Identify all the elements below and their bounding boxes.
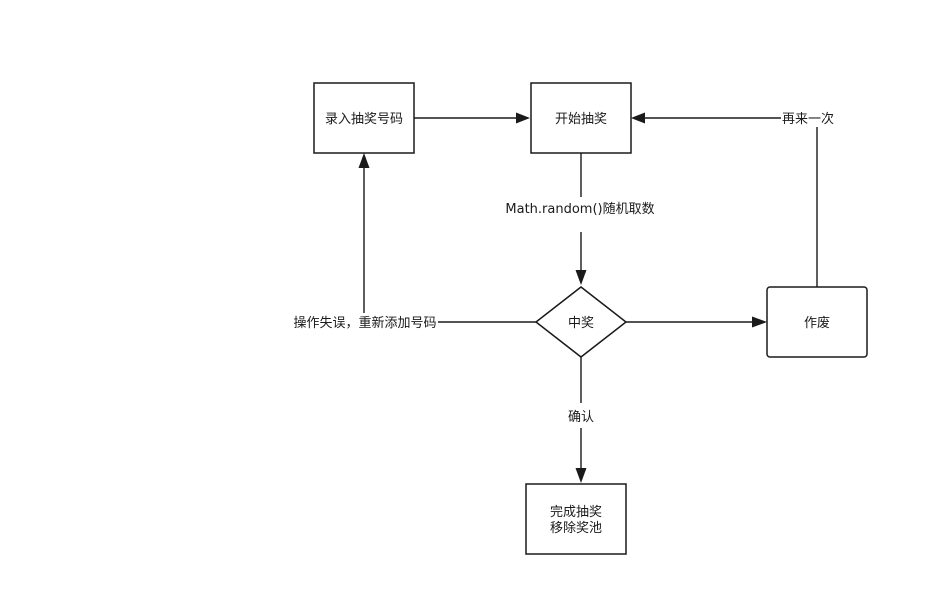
edge-label-random: Math.random()随机取数 [505, 202, 654, 217]
node-finish[interactable]: 完成抽奖 移除奖池 [525, 483, 627, 555]
node-enter-numbers[interactable]: 录入抽奖号码 [313, 82, 415, 154]
node-win-label: 中奖 [568, 316, 594, 331]
edge-win-to-void [626, 316, 767, 328]
edge-label-error: 操作失误，重新添加号码 [293, 315, 436, 331]
node-win-decision[interactable]: 中奖 [534, 286, 628, 358]
node-start-draw[interactable]: 开始抽奖 [530, 82, 632, 154]
edge-label-confirm: 确认 [568, 410, 594, 425]
node-enter-numbers-label: 录入抽奖号码 [325, 112, 403, 127]
edge-win-to-finish [575, 357, 587, 483]
edge-start-to-win [575, 153, 587, 285]
edge-label-retry: 再来一次 [782, 111, 834, 127]
node-void-label: 作废 [804, 315, 830, 331]
node-start-draw-label: 开始抽奖 [555, 112, 607, 127]
edge-void-to-start [631, 112, 818, 287]
node-finish-label-line1: 完成抽奖 [550, 505, 602, 520]
node-finish-label-line2: 移除奖池 [550, 521, 602, 536]
edge-enter-to-start [414, 112, 530, 124]
edge-win-to-enter [358, 153, 536, 323]
node-void[interactable]: 作废 [766, 286, 868, 358]
